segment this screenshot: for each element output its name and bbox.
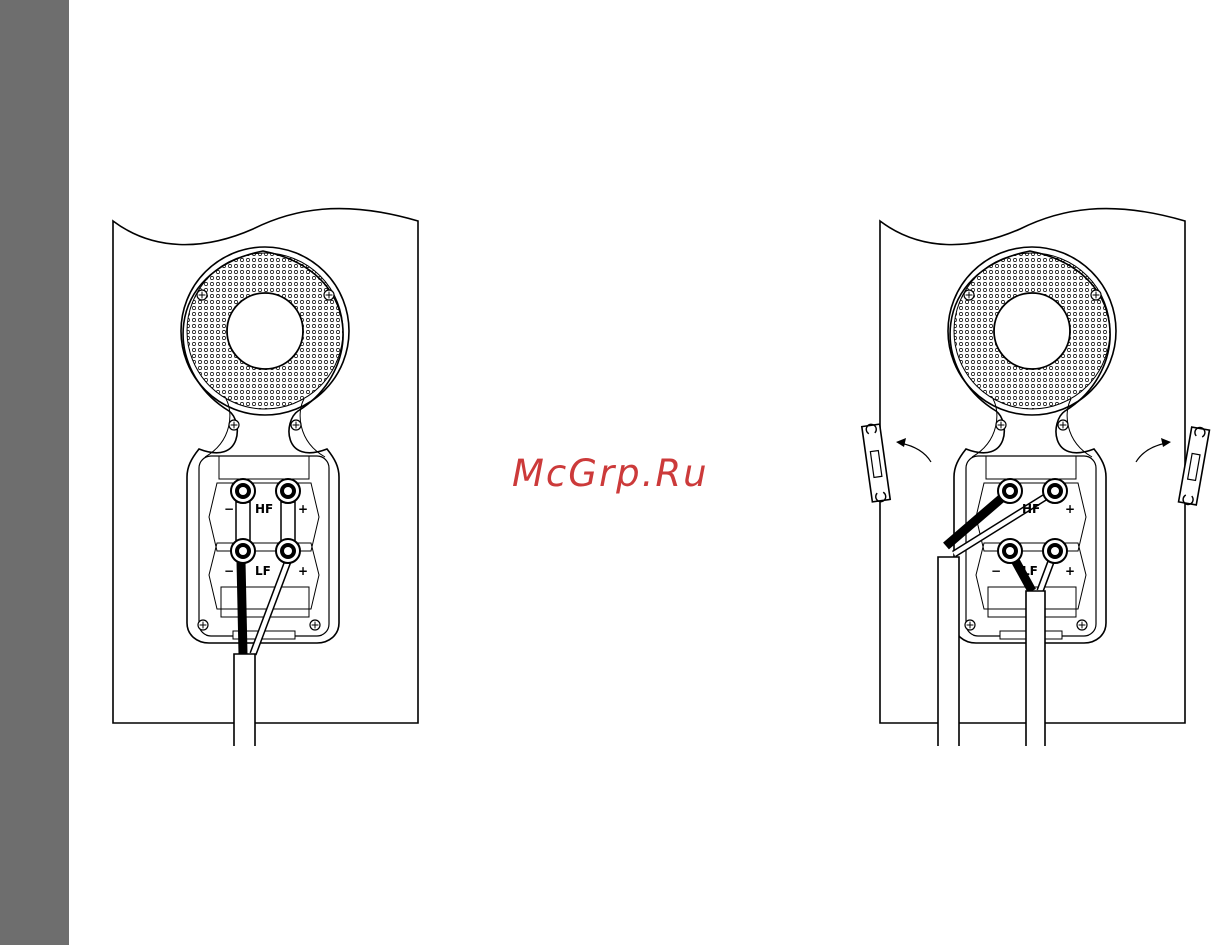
lf-minus-label: −	[224, 564, 234, 578]
lf-label: LF	[1022, 564, 1038, 578]
watermark-text: McGrp.Ru	[512, 452, 722, 495]
hf-label: HF	[1022, 502, 1040, 516]
lf-label: LF	[255, 564, 271, 578]
left-speaker: − HF + − LF +	[113, 209, 418, 746]
hf-plus-label: +	[1065, 502, 1075, 516]
hf-minus-label: −	[224, 502, 234, 516]
speaker-cable	[234, 654, 255, 746]
binding-post-icon	[276, 539, 300, 563]
hf-speaker-cable	[938, 557, 959, 746]
binding-post-icon	[1043, 479, 1067, 503]
lf-minus-label: −	[991, 564, 1001, 578]
hf-plus-label: +	[298, 502, 308, 516]
binding-post-icon	[998, 479, 1022, 503]
binding-post-icon	[998, 539, 1022, 563]
binding-post-icon	[231, 479, 255, 503]
binding-post-icon	[231, 539, 255, 563]
lf-plus-label: +	[298, 564, 308, 578]
binding-post-icon	[276, 479, 300, 503]
lf-speaker-cable	[1026, 591, 1045, 746]
right-speaker: HF + − LF +	[880, 209, 1185, 746]
black-wire	[241, 561, 243, 654]
hf-label: HF	[255, 502, 273, 516]
lf-plus-label: +	[1065, 564, 1075, 578]
binding-post-icon	[1043, 539, 1067, 563]
